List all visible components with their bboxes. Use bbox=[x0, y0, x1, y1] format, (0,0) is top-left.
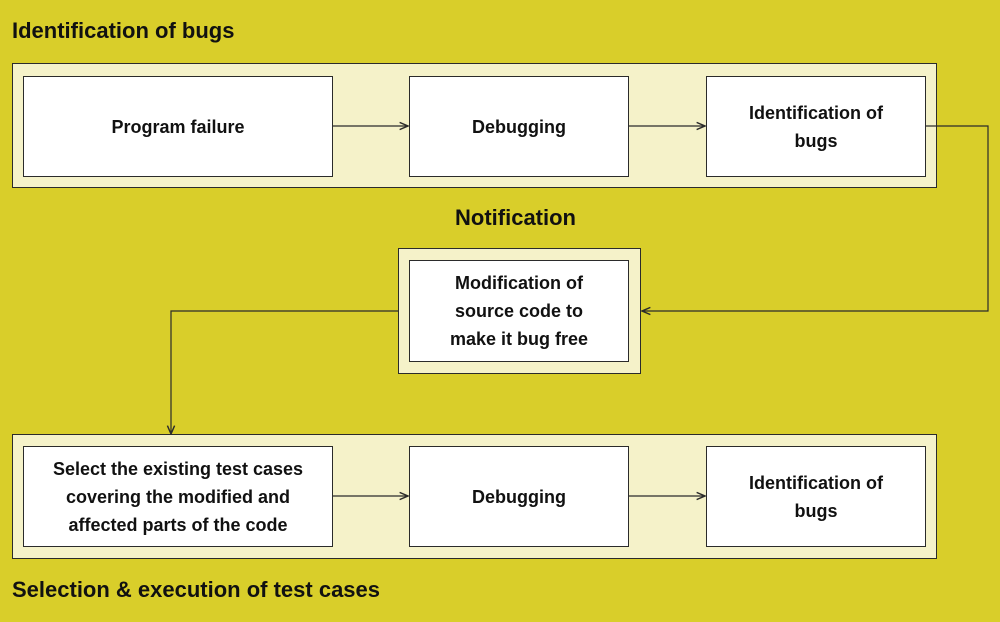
box-identification-2-label: Identification of bugs bbox=[749, 472, 883, 521]
heading-notification: Notification bbox=[455, 205, 576, 230]
box-debugging-2-label: Debugging bbox=[472, 486, 566, 507]
box-program-failure: Program failure bbox=[23, 76, 333, 177]
box-select-test-cases-label: Select the existing test cases covering … bbox=[52, 458, 304, 535]
box-identification-1: Identification of bugs bbox=[706, 76, 926, 177]
box-modification: Modification of source code to make it b… bbox=[409, 260, 629, 362]
box-debugging-1-label: Debugging bbox=[472, 116, 566, 137]
heading-selection: Selection & execution of test cases bbox=[12, 577, 381, 602]
heading-identification: Identification of bugs bbox=[12, 18, 235, 43]
box-modification-label: Modification of source code to make it b… bbox=[449, 273, 589, 349]
box-select-test-cases: Select the existing test cases covering … bbox=[23, 446, 333, 547]
box-program-failure-label: Program failure bbox=[111, 116, 245, 137]
box-debugging-2: Debugging bbox=[409, 446, 629, 547]
box-identification-2: Identification of bugs bbox=[706, 446, 926, 547]
arrow-modification-to-selection bbox=[171, 310, 398, 434]
box-debugging-1: Debugging bbox=[409, 76, 629, 177]
box-identification-1-label: Identification of bugs bbox=[749, 102, 883, 151]
